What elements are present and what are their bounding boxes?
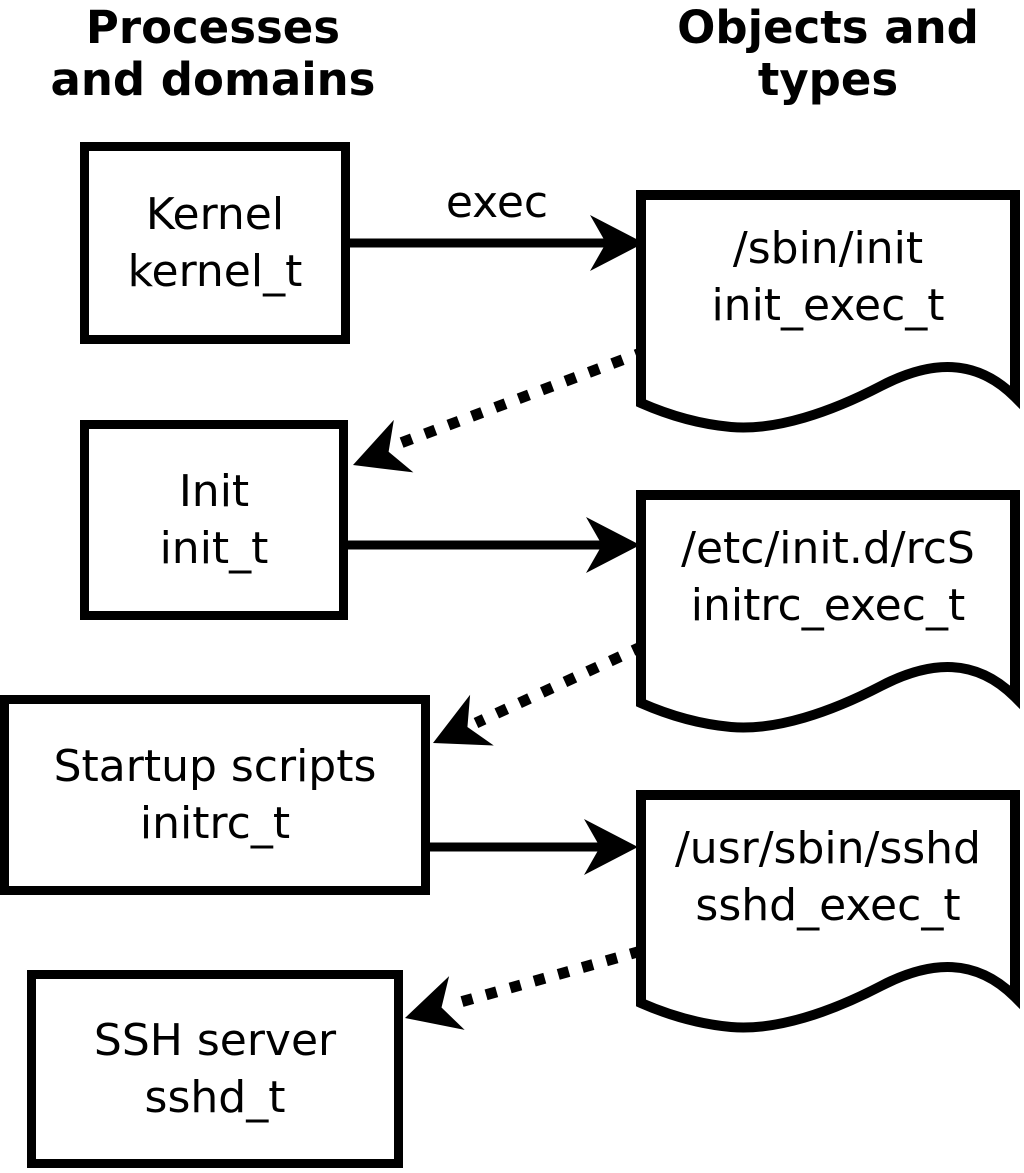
dotted-arrow-initrc-exec-to-initrc-t bbox=[433, 641, 646, 746]
arrowhead-icon bbox=[584, 819, 638, 875]
object-path: /usr/sbin/sshd bbox=[674, 823, 981, 874]
object-document-sbin-init: /sbin/init init_exec_t bbox=[636, 190, 1020, 442]
dotted-arrow-init-exec-to-init-t bbox=[353, 345, 648, 473]
header-line: Processes bbox=[85, 1, 341, 54]
process-box-init: Init init_t bbox=[80, 420, 348, 620]
object-type: initrc_exec_t bbox=[690, 580, 966, 631]
process-box-kernel: Kernel kernel_t bbox=[80, 142, 350, 344]
column-header-objects: Objects and types bbox=[643, 2, 1013, 106]
solid-arrow-init-to-initrc-exec bbox=[348, 517, 640, 573]
solid-arrow-initrc-to-sshd-exec bbox=[428, 819, 638, 875]
header-line: Objects and bbox=[677, 1, 979, 54]
document-shape-icon bbox=[636, 490, 1020, 733]
arrowhead-icon bbox=[405, 976, 465, 1030]
arrowhead-icon bbox=[433, 694, 494, 746]
header-line: and domains bbox=[50, 53, 376, 106]
process-domain: kernel_t bbox=[127, 246, 303, 297]
dotted-arrow-sshd-exec-to-sshd-t bbox=[405, 945, 643, 1030]
object-document-usr-sbin-sshd: /usr/sbin/sshd sshd_exec_t bbox=[636, 790, 1020, 1042]
document-shape-icon bbox=[636, 790, 1020, 1033]
process-name: SSH server bbox=[93, 1015, 337, 1066]
process-domain: sshd_t bbox=[144, 1072, 286, 1123]
object-type: sshd_exec_t bbox=[695, 880, 961, 931]
header-line: types bbox=[757, 53, 899, 106]
process-name: Init bbox=[178, 466, 250, 517]
process-name: Startup scripts bbox=[53, 741, 377, 792]
process-domain: initrc_t bbox=[139, 798, 291, 849]
process-domain: init_t bbox=[159, 523, 269, 574]
arrowhead-icon bbox=[586, 517, 640, 573]
process-name: Kernel bbox=[145, 189, 285, 240]
process-box-ssh-server: SSH server sshd_t bbox=[27, 970, 403, 1168]
object-path: /sbin/init bbox=[732, 223, 924, 274]
exec-arrow-label: exec bbox=[445, 177, 549, 228]
arrowhead-icon bbox=[353, 419, 414, 473]
document-shape-icon bbox=[636, 190, 1020, 433]
object-type: init_exec_t bbox=[711, 280, 945, 331]
object-document-etc-initd-rcs: /etc/init.d/rcS initrc_exec_t bbox=[636, 490, 1020, 742]
column-header-processes: Processes and domains bbox=[28, 2, 398, 106]
object-path: /etc/init.d/rcS bbox=[681, 523, 975, 574]
process-box-startup-scripts: Startup scripts initrc_t bbox=[0, 695, 430, 895]
